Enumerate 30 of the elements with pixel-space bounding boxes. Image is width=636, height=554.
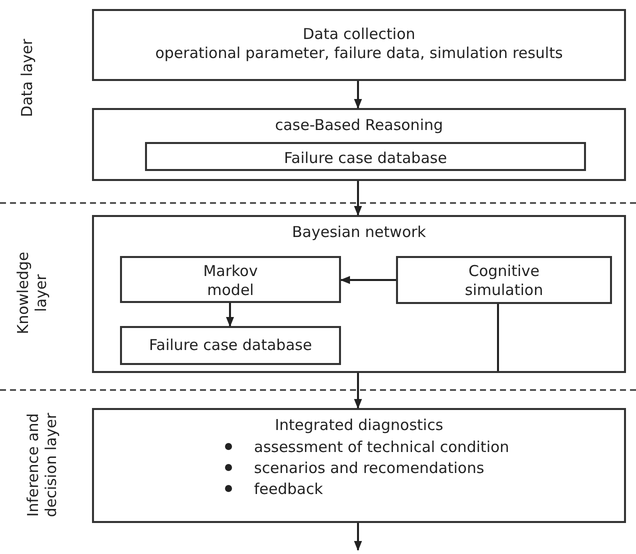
process-box xyxy=(92,108,626,181)
box-title: Integrated diagnostics xyxy=(274,416,444,435)
arrow xyxy=(354,523,362,551)
arrow xyxy=(226,303,234,327)
bullet-text: assessment of technical condition xyxy=(254,438,510,456)
box-title: case-Based Reasoning xyxy=(274,116,444,135)
box-text: operational parameter, failure data, simulation results xyxy=(154,44,564,63)
process-box xyxy=(396,256,612,304)
box-title: Failure case database xyxy=(283,149,448,168)
arrow xyxy=(354,81,362,109)
box-title: Markov model xyxy=(202,262,259,300)
box-title: Cognitive simulation xyxy=(464,262,544,300)
arrow xyxy=(340,276,396,284)
process-box xyxy=(92,408,626,523)
box-title: Bayesian network xyxy=(291,223,427,242)
layer-label: Inference and decision layer xyxy=(24,412,60,520)
arrow xyxy=(354,373,362,409)
process-box xyxy=(92,9,626,81)
arrow xyxy=(354,181,362,216)
connector-line xyxy=(497,304,499,373)
process-box xyxy=(120,256,341,303)
bullet-text: feedback xyxy=(254,480,323,498)
process-box xyxy=(92,215,626,373)
layer-label: Data layer xyxy=(18,38,36,120)
layer-label: Knowledge layer xyxy=(14,250,50,336)
bullet-text: scenarios and recomendations xyxy=(254,459,484,477)
box-title: Failure case database xyxy=(148,336,313,355)
box-title: Data collection xyxy=(302,25,416,44)
process-box xyxy=(145,142,586,171)
process-box xyxy=(120,326,341,365)
